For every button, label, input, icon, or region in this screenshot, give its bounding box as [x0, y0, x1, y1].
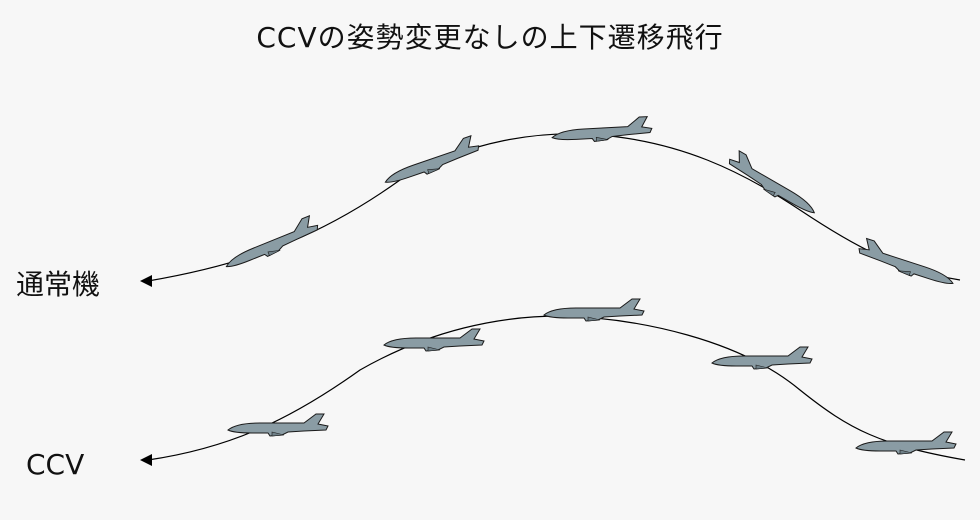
label-normal-aircraft: 通常機	[16, 268, 101, 301]
arrowhead-normal	[140, 275, 152, 287]
aircraft-normal-1	[219, 213, 322, 273]
aircraft-ccv-2	[383, 328, 485, 352]
label-ccv: CCV	[26, 448, 85, 481]
aircraft-normal-4	[724, 148, 823, 219]
flight-path-ccv	[147, 315, 966, 461]
aircraft-ccv-1	[227, 413, 329, 437]
aircraft-ccv-3	[543, 298, 645, 322]
aircraft-normal-2	[379, 133, 483, 189]
aircraft-ccv-4	[711, 346, 813, 370]
arrowhead-ccv	[140, 454, 152, 466]
diagram-title: CCVの姿勢変更なしの上下遷移飛行	[256, 21, 724, 54]
flight-path-normal	[147, 133, 961, 282]
aircraft-normal-5	[855, 236, 959, 290]
